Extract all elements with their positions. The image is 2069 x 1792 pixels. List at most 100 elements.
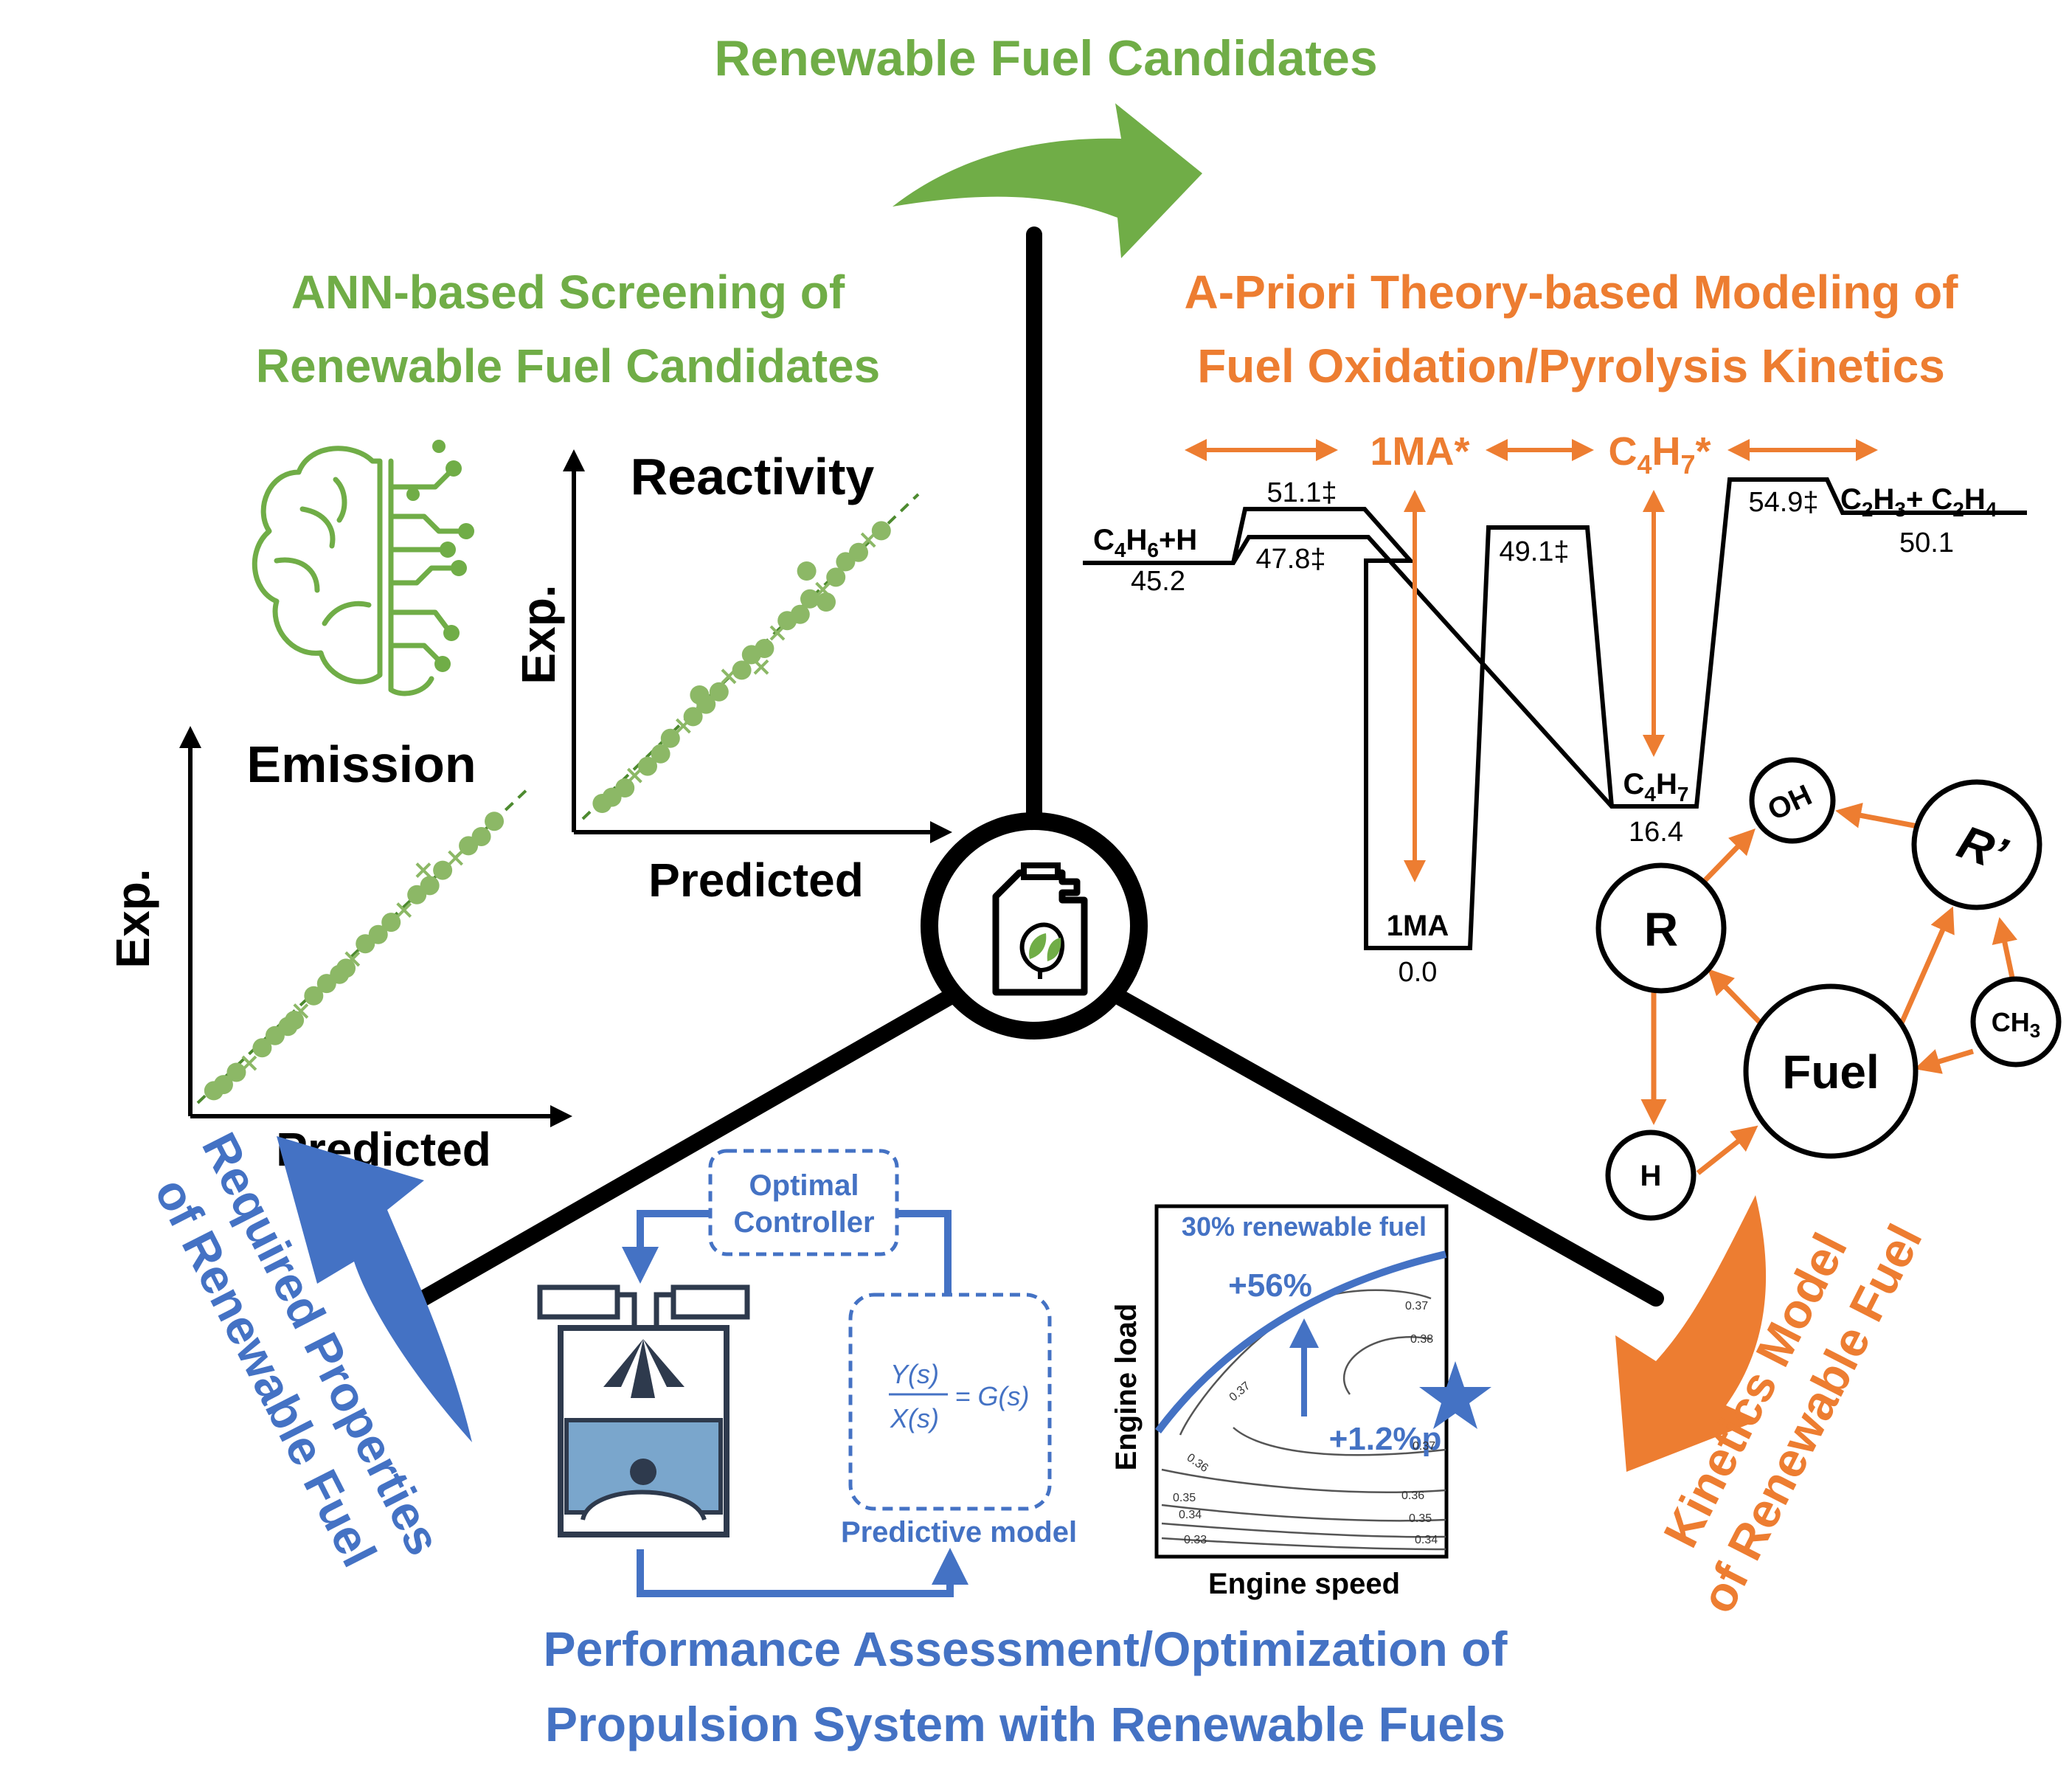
scatter-point	[797, 561, 817, 581]
engine-cylinder-icon	[537, 1284, 750, 1537]
scatter-point	[683, 707, 703, 727]
map-gain-load: +56%	[1228, 1267, 1312, 1304]
predictive-model-box	[848, 1293, 1052, 1511]
node-fuel-label: Fuel	[1782, 1045, 1879, 1099]
node-h-label: H	[1640, 1160, 1662, 1192]
reactivity-plot	[563, 449, 952, 843]
fuel-can-leaf-icon	[992, 862, 1088, 996]
scatter-point	[817, 592, 836, 612]
ann-title-line2: Renewable Fuel Candidates	[256, 339, 880, 392]
emission-ylabel: Exp.	[106, 868, 159, 968]
svg-text:0.34: 0.34	[1415, 1534, 1438, 1546]
node-h	[1605, 1129, 1697, 1221]
svg-text:0.38: 0.38	[1410, 1333, 1433, 1346]
reactivity-title: Reactivity	[631, 448, 875, 505]
svg-text:0.37: 0.37	[1405, 1300, 1428, 1312]
scatter-point	[690, 685, 710, 705]
scatter-point	[849, 542, 868, 562]
energy-range-arrows	[1404, 490, 1665, 882]
map-xlabel: Engine speed	[1208, 1568, 1400, 1600]
controller-line2: Controller	[733, 1206, 874, 1239]
ts1-lower-label: 47.8‡	[1255, 544, 1325, 575]
control-loop-lines	[622, 1210, 968, 1597]
group-c4h7-label: C4H7*	[1608, 429, 1711, 480]
group-1ma-label: 1MA*	[1370, 429, 1469, 474]
reactivity-ylabel: Exp.	[512, 584, 565, 684]
scatter-point	[660, 728, 680, 748]
map-title: 30% renewable fuel	[1182, 1211, 1427, 1242]
predictive-model-label: Predictive model	[841, 1516, 1077, 1549]
well-c4h7-energy: 16.4	[1629, 817, 1683, 848]
scatter-point	[638, 756, 657, 776]
scatter-point	[304, 986, 324, 1006]
scatter-point	[732, 660, 752, 680]
node-r-label: R	[1644, 903, 1678, 956]
scatter-cross-point	[860, 532, 876, 548]
reactivity-points	[592, 521, 891, 813]
kinetics-orange-arrow	[1615, 1195, 1767, 1472]
scatter-point	[709, 682, 729, 702]
scatter-point	[871, 521, 891, 541]
required-properties-blue-arrow	[277, 1136, 472, 1442]
scatter-point	[285, 1010, 305, 1030]
svg-text:0.35: 0.35	[1409, 1512, 1432, 1525]
ts-54-label: 54.9‡	[1748, 487, 1818, 518]
scatter-point	[485, 812, 505, 831]
scatter-point	[336, 958, 356, 978]
emission-title: Emission	[246, 736, 476, 793]
scatter-cross-point	[396, 902, 412, 918]
propulsion-title-line2: Propulsion System with Renewable Fuels	[545, 1697, 1505, 1751]
scatter-point	[826, 567, 846, 587]
node-r-prime	[1911, 779, 2042, 910]
reactant-label: C4H6+H	[1093, 524, 1197, 561]
scatter-point	[800, 589, 819, 609]
scatter-point	[420, 876, 440, 896]
map-ylabel: Engine load	[1110, 1304, 1143, 1471]
svg-text:0.33: 0.33	[1184, 1534, 1207, 1546]
scatter-cross-point	[415, 862, 432, 879]
scatter-point	[755, 639, 774, 658]
map-gain-eff: +1.2%p	[1329, 1421, 1442, 1457]
well-1ma-energy: 0.0	[1399, 957, 1438, 988]
optimum-star-icon	[1419, 1361, 1491, 1429]
top-arrow-label: Renewable Fuel Candidates	[714, 30, 1377, 86]
node-ch3-label: CH3	[1992, 1007, 2040, 1042]
node-oh	[1749, 757, 1836, 844]
emission-points	[204, 812, 505, 1101]
scatter-point	[615, 778, 635, 798]
node-ch3	[1970, 976, 2062, 1068]
scatter-cross-point	[448, 850, 464, 866]
transfer-function: Y(s) X(s) = G(s)	[890, 1359, 1030, 1433]
scatter-point	[226, 1062, 246, 1082]
scatter-cross-point	[753, 659, 769, 675]
ts-49-label: 49.1‡	[1499, 536, 1569, 567]
node-r	[1595, 862, 1727, 994]
reaction-network-nodes	[1595, 757, 2062, 1221]
scatter-point	[213, 1075, 233, 1095]
scatter-cross-point	[626, 767, 642, 783]
central-hub	[409, 226, 1664, 1310]
brain-circuit-icon	[252, 446, 464, 696]
product-energy: 50.1	[1899, 527, 1954, 558]
reactivity-xlabel: Predicted	[648, 854, 864, 907]
optimal-controller-box	[708, 1149, 899, 1256]
kinetics-title-line2: Fuel Oxidation/Pyrolysis Kinetics	[1197, 339, 1945, 392]
product-label: C2H3+ C2H4	[1840, 483, 1997, 521]
top-green-curved-arrow	[893, 103, 1202, 258]
scatter-cross-point	[241, 1055, 257, 1071]
propulsion-title-line1: Performance Assessment/Optimization of	[544, 1622, 1508, 1676]
scatter-point	[368, 924, 388, 944]
potential-energy-surface	[1083, 477, 2027, 950]
scatter-point	[252, 1038, 272, 1058]
engine-map	[1154, 1204, 1491, 1559]
scatter-point	[651, 744, 670, 764]
controller-line1: Optimal	[749, 1169, 859, 1202]
scatter-point	[471, 826, 491, 846]
svg-text:0.36: 0.36	[1401, 1490, 1424, 1502]
reaction-network-arrows	[1640, 803, 2017, 1175]
svg-text:0.35: 0.35	[1173, 1492, 1196, 1504]
emission-plot	[179, 726, 572, 1127]
svg-text:0.34: 0.34	[1179, 1509, 1202, 1521]
